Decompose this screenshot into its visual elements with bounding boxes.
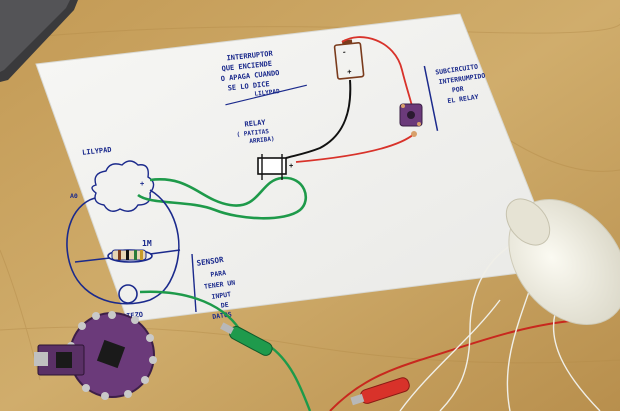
green-wire-drawing [137,176,307,220]
switch-board [399,103,423,137]
lilypad-plus: + [140,180,144,188]
relay-icon: + [257,154,293,180]
lilypad-board-icon [67,311,157,400]
red-clip [350,377,410,406]
note-line: INPUT [211,290,232,301]
note-line: SENSOR [196,255,225,268]
note-line: LILYPAD [254,88,280,98]
usb-ftdi-board [34,344,85,376]
alligator-clip-icon [220,322,273,356]
note-line: POR [451,85,464,95]
red-wire-drawing [341,36,413,107]
relay-note: RELAY ( PATITAS ARRIBA) [236,118,275,146]
lilypad-drawing [91,160,155,212]
a0-label: A0 [70,192,78,200]
battery-minus: - [342,48,347,56]
resistor-label: 1M [142,239,152,248]
resistor-drawing [111,249,147,261]
thread-spool-icon [505,198,620,326]
relay-sub: ARRIBA) [249,136,275,146]
note-line: DE [220,301,229,310]
note-line: PARA [210,269,227,279]
relay-title: RELAY [244,118,267,128]
relay-sub: ( PATITAS [236,128,269,138]
black-wire-drawing [285,79,352,159]
sensor-circuit-drawing [66,189,197,313]
note-line: DATOS [212,310,233,321]
lilypad-label: LILYPAD [82,146,112,157]
battery-plus: + [347,68,352,76]
piezo-label: PIEZO [122,311,144,321]
red-cable [329,319,581,411]
relay-plus: + [289,162,293,170]
